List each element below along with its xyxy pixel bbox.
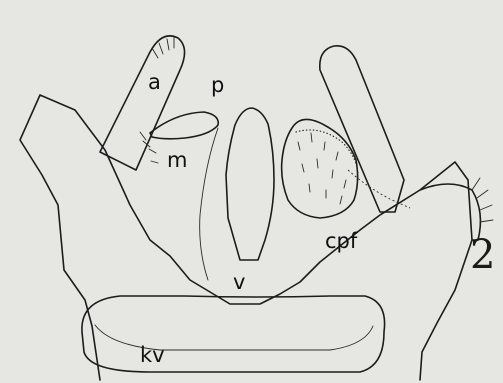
ventral-plate-v: [226, 108, 274, 260]
appendage-right: [320, 46, 404, 212]
label-v: v: [233, 270, 245, 294]
label-a: a: [148, 70, 161, 94]
hairs-cpf: [298, 133, 346, 204]
hairs-a: [152, 37, 174, 58]
label-cpf: cpf: [325, 229, 358, 253]
label-kv: kv: [140, 343, 165, 367]
label-m: m: [167, 148, 187, 172]
body-outline: [20, 95, 472, 380]
figure-number: 2: [470, 232, 495, 278]
bottom-plate-kv: [82, 296, 385, 372]
bristles-m: [140, 132, 158, 163]
lateral-flap-hairs: [472, 178, 493, 222]
bottom-plate-inner: [95, 325, 373, 350]
inner-edge-left: [200, 128, 218, 280]
lobe-cpf: [282, 119, 358, 218]
label-p: p: [211, 73, 224, 97]
